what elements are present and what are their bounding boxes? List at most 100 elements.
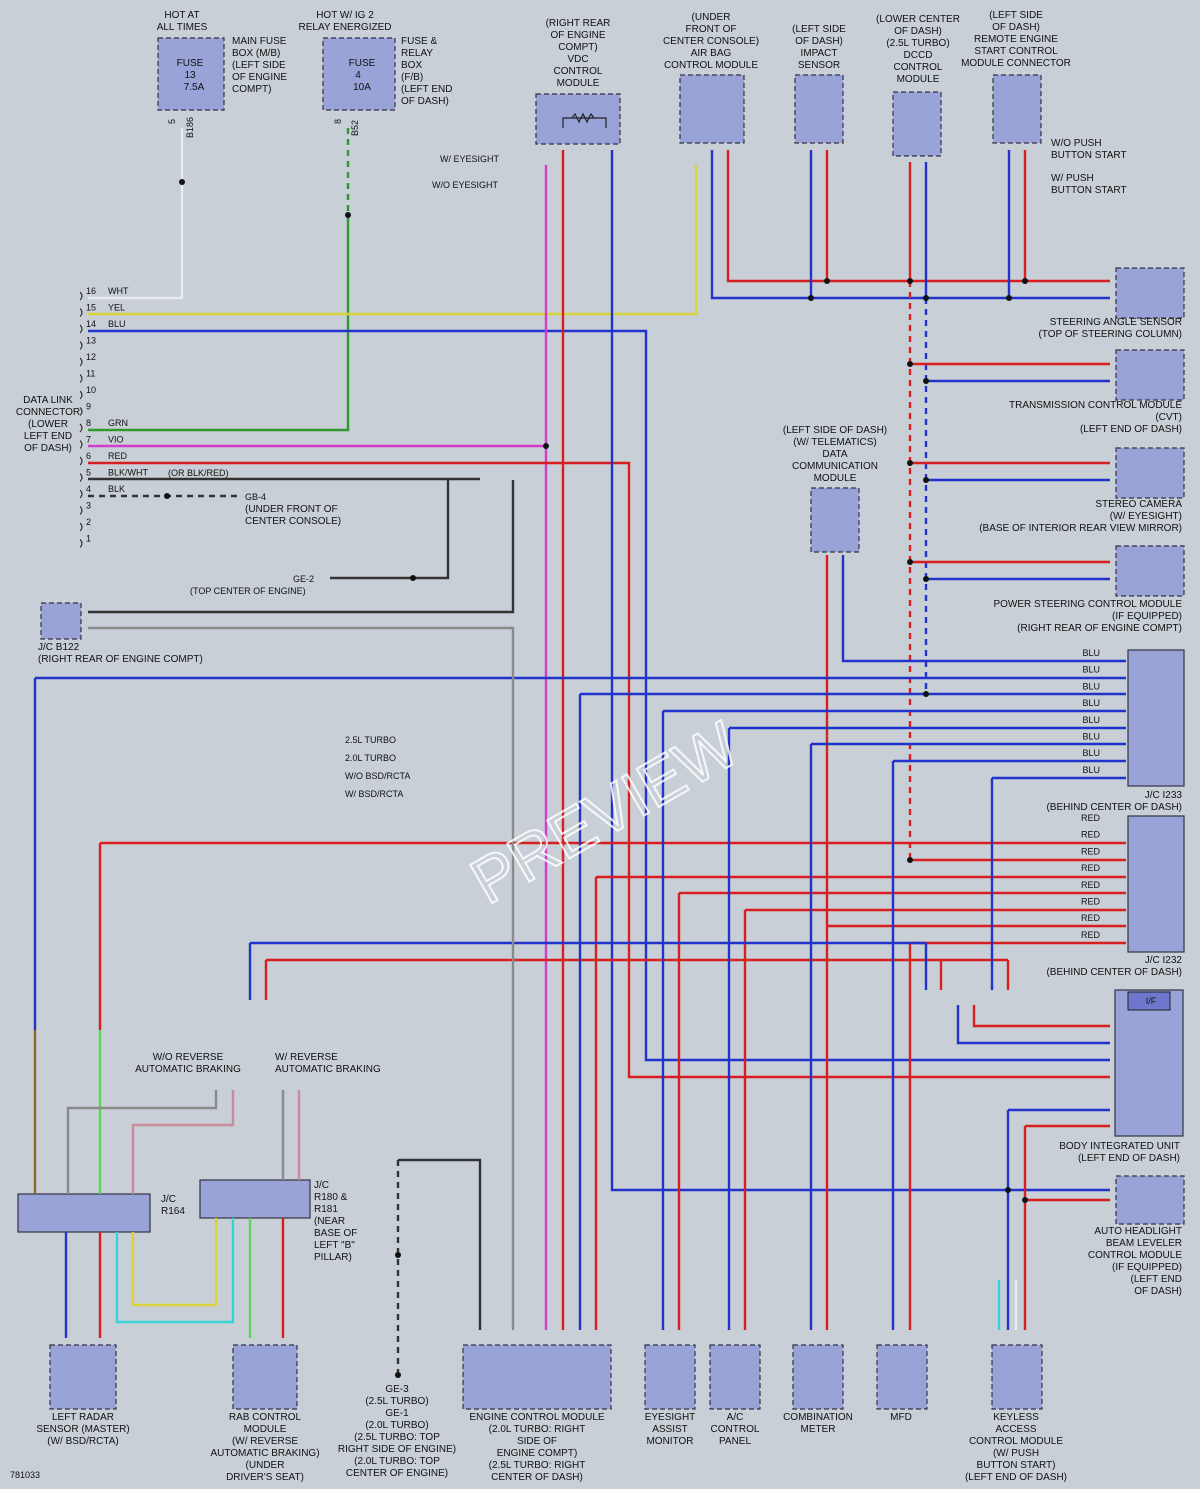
ecm-label-line-3: ENGINE COMPT) xyxy=(497,1448,578,1459)
w-rab-label-line-0: W/ REVERSE xyxy=(275,1052,338,1063)
w-push-label-line-0: W/ PUSH xyxy=(1051,173,1094,184)
i232-wire-6: RED xyxy=(1081,913,1101,923)
gb4-location-line-1: CENTER CONSOLE) xyxy=(245,516,341,527)
wire-red-dlc6 xyxy=(88,461,1110,1079)
pscm-label-line-2: (RIGHT REAR OF ENGINE COMPT) xyxy=(1017,623,1182,634)
vdc-label-line-3: VDC xyxy=(567,54,588,65)
fuse2-num: 4 xyxy=(355,70,361,81)
wire-blkred-ge2 xyxy=(330,480,450,580)
wire-ltblu-rab xyxy=(115,1218,235,1324)
ecm-label-line-2: SIDE OF xyxy=(517,1436,557,1447)
impact-label-line-1: OF DASH) xyxy=(795,36,843,47)
wo-push-label-line-0: W/O PUSH xyxy=(1051,138,1102,149)
fuse-relay-box-label-line-5: OF DASH) xyxy=(401,96,449,107)
i233-wire-7: BLU xyxy=(1082,765,1100,775)
i233-wire-3: BLU xyxy=(1082,698,1100,708)
jc-r180-label-line-4: BASE OF xyxy=(314,1228,357,1239)
radar-label-line-2: (W/ BSD/RCTA) xyxy=(47,1436,118,1447)
i232-wire-0: RED xyxy=(1081,813,1101,823)
figure-id: 781033 xyxy=(10,1470,40,1480)
i233-wire-1: BLU xyxy=(1082,665,1100,675)
data-communication-module xyxy=(810,487,860,553)
wo-push-label-line-1: BUTTON START xyxy=(1051,150,1127,161)
jc-r180-label-line-5: LEFT "B" xyxy=(314,1240,355,1251)
keyless-label-line-4: BUTTON START) xyxy=(977,1460,1056,1471)
fuse-relay-box xyxy=(322,37,396,111)
rab-label-line-0: RAB CONTROL xyxy=(229,1412,302,1423)
ac-label-line-0: A/C xyxy=(727,1412,744,1423)
mfd-label-line-0: MFD xyxy=(890,1412,912,1423)
dcm-label-line-1: (W/ TELEMATICS) xyxy=(793,437,877,448)
wire-red-bic27 xyxy=(972,1005,1110,1028)
airbag-control-module xyxy=(679,74,745,144)
dccd-label-line-5: MODULE xyxy=(897,74,940,85)
radar-label-line-0: LEFT RADAR xyxy=(52,1412,114,1423)
eyesight-label-line-0: EYESIGHT xyxy=(645,1412,696,1423)
jc-i233 xyxy=(1127,649,1185,787)
tcm-label-line-1: (CVT) xyxy=(1155,412,1182,423)
power-steering-control-module xyxy=(1115,545,1185,597)
fuse-relay-box-label-line-3: (F/B) xyxy=(401,72,423,83)
fuse2-pin: 8 xyxy=(333,119,343,124)
remote-label-line-3: START CONTROL xyxy=(974,46,1058,57)
dccd-label-line-0: (LOWER CENTER xyxy=(876,14,960,25)
impact-label-line-2: IMPACT xyxy=(800,48,837,59)
eyesight-label-line-1: ASSIST xyxy=(652,1424,688,1435)
fuse2-conn: B52 xyxy=(350,120,360,136)
remote-label-line-1: OF DASH) xyxy=(992,22,1040,33)
headlight-label-line-2: CONTROL MODULE xyxy=(1088,1250,1182,1261)
fuse1-pin: 5 xyxy=(167,119,177,124)
transmission-control-module xyxy=(1115,349,1185,401)
fuse1-num: 13 xyxy=(184,70,196,81)
wo-rab-label-line-0: W/O REVERSE xyxy=(153,1052,224,1063)
gb4-label: GB-4 xyxy=(245,492,266,502)
jc-r180-label-line-6: PILLAR) xyxy=(314,1252,352,1263)
radar-label-line-1: SENSOR (MASTER) xyxy=(36,1424,129,1435)
jc-b122-label-line-1: (RIGHT REAR OF ENGINE COMPT) xyxy=(38,654,203,665)
eyesight-assist-monitor xyxy=(644,1344,696,1410)
main-fuse-box-label-line-4: COMPT) xyxy=(232,84,271,95)
airbag-label-line-3: AIR BAG xyxy=(691,48,732,59)
wire-blu-r180-top xyxy=(248,941,926,1000)
stereo-camera xyxy=(1115,447,1185,499)
dlc-label-line-3: LEFT END xyxy=(24,431,72,442)
dccd-label-line-1: OF DASH) xyxy=(894,26,942,37)
rab-control-module xyxy=(232,1344,298,1410)
meter-label-line-1: METER xyxy=(801,1424,836,1435)
rab-label-line-5: DRIVER'S SEAT) xyxy=(226,1472,304,1483)
ecm-label-line-1: (2.0L TURBO: RIGHT xyxy=(489,1424,586,1435)
ground-label-line-3: (2.0L TURBO) xyxy=(365,1420,428,1431)
jc-b122-label-line-0: J/C B122 xyxy=(38,642,80,653)
ground-label-line-6: (2.0L TURBO: TOP xyxy=(354,1456,440,1467)
jc-i232-label-line-1: (BEHIND CENTER OF DASH) xyxy=(1046,967,1182,978)
combination-meter xyxy=(792,1344,844,1410)
steering-label-line-0: STEERING ANGLE SENSOR xyxy=(1050,317,1182,328)
dlc-wire-5: BLK/WHT xyxy=(108,468,149,478)
keyless-access-module xyxy=(991,1344,1043,1410)
airbag-label-line-1: FRONT OF xyxy=(686,24,737,35)
jc-i233-label-line-1: (BEHIND CENTER OF DASH) xyxy=(1046,802,1182,813)
remote-start-connector xyxy=(992,74,1042,144)
i232-wire-1: RED xyxy=(1081,830,1101,840)
jc-r180-label-line-1: R180 & xyxy=(314,1192,348,1203)
stereo-label-line-2: (BASE OF INTERIOR REAR VIEW MIRROR) xyxy=(979,523,1182,534)
w-push-label-line-1: BUTTON START xyxy=(1051,185,1127,196)
main-fuse-box-label-line-2: (LEFT SIDE xyxy=(232,60,286,71)
dlc-pin-11: 11 xyxy=(86,369,95,379)
hot-at-all-times-label-line-1: ALL TIMES xyxy=(157,22,208,33)
wire-blu-vdc xyxy=(610,150,1110,1192)
meter-label-line-0: COMBINATION xyxy=(783,1412,853,1423)
i233-wire-4: BLU xyxy=(1082,715,1100,725)
hot-ig-label-line-1: RELAY ENERGIZED xyxy=(299,22,392,33)
fuse1-name: FUSE xyxy=(177,58,204,69)
dlc-pin-1: 1 xyxy=(86,534,91,544)
wire-blu-dcm xyxy=(841,555,1126,663)
dlc-pin-2: 2 xyxy=(86,517,91,527)
legend-item-3: W/ BSD/RCTA xyxy=(345,789,403,799)
ac-label-line-2: PANEL xyxy=(719,1436,751,1447)
w-rab-label-line-1: AUTOMATIC BRAKING xyxy=(275,1064,381,1075)
jc-r180-label-line-3: (NEAR xyxy=(314,1216,345,1227)
i233-wire-2: BLU xyxy=(1082,681,1100,691)
remote-label-line-2: REMOTE ENGINE xyxy=(974,34,1058,45)
